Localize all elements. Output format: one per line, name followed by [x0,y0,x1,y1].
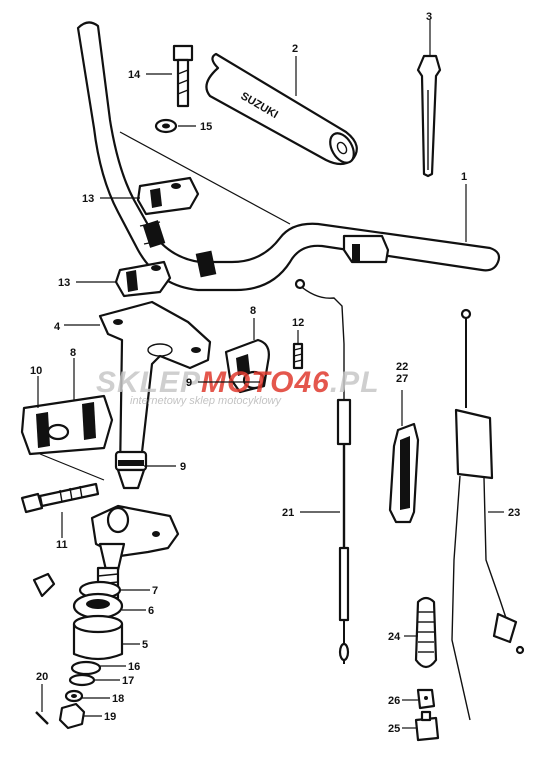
callout-6: 6 [148,605,154,617]
callout-15: 15 [200,121,212,133]
watermark-tagline: internetowy sklep motocyklowy [130,395,283,407]
callout-2: 2 [292,43,298,55]
callout-27: 27 [396,373,408,385]
handlebar [76,21,501,292]
callout-20: 20 [36,671,48,683]
bolt-14 [172,44,194,108]
callout-3: 3 [426,11,432,23]
part-16-seal [70,660,102,676]
part-19-nut [58,702,86,730]
part-26-nipple [416,688,436,710]
clamp-8-right [224,338,270,394]
callout-13-lower: 13 [58,277,70,289]
callout-21: 21 [282,507,294,519]
steering-stem-bracket [98,300,212,490]
cable-23 [451,308,525,721]
cable-21 [294,278,352,664]
callout-26: 26 [388,695,400,707]
screw-12 [292,342,304,370]
callout-5: 5 [142,639,148,651]
callout-10: 10 [30,365,42,377]
callout-17: 17 [122,675,134,687]
part-17-washer [68,673,96,687]
callout-24: 24 [388,631,401,643]
clamp-10-left [20,394,114,481]
cable-boot-22 [388,422,420,524]
washer-15 [154,118,178,134]
callout-16: 16 [128,661,140,673]
throttle-rod [416,34,442,178]
part-5-race [72,614,124,661]
bolt-11 [20,482,100,514]
watermark: SKLEPMOTO46.PL internetowy sklep motocyk… [96,366,380,407]
direction-arrow-icon [32,572,56,598]
leader-lines [37,20,504,729]
handlebar-clamp-lower [114,260,172,298]
lower-bracket [90,504,180,572]
handlebar-grip: SUZUKI [205,52,358,166]
callout-1: 1 [461,171,467,183]
callout-labels: 1 2 3 4 5 6 7 8 8 9 9 10 11 12 13 13 14 … [30,11,520,735]
callout-22: 22 [396,361,408,373]
svg-text:SKLEPMOTO46.PL: SKLEPMOTO46.PL [96,366,380,399]
callout-25: 25 [388,723,400,735]
callout-23: 23 [508,507,520,519]
callout-8-left: 8 [70,347,76,359]
pin-20 [35,711,49,725]
callout-18: 18 [112,693,124,705]
callout-4: 4 [54,321,61,333]
callout-8-right: 8 [250,305,256,317]
callout-9-upper: 9 [186,377,192,389]
part-18-washer [64,689,84,703]
handlebar-clamp-upper [136,176,200,216]
part-6-bearing [72,592,124,620]
callout-9-lower: 9 [180,461,186,473]
watermark-part3: .PL [330,366,380,399]
part-25-nipple [414,710,440,742]
watermark-part1: SKLEP [96,366,201,399]
spring-24 [414,596,438,669]
callout-19: 19 [104,711,116,723]
callout-13-upper: 13 [82,193,94,205]
callout-12: 12 [292,317,304,329]
callout-7: 7 [152,585,158,597]
callout-11: 11 [56,539,68,551]
callout-14: 14 [128,69,141,81]
